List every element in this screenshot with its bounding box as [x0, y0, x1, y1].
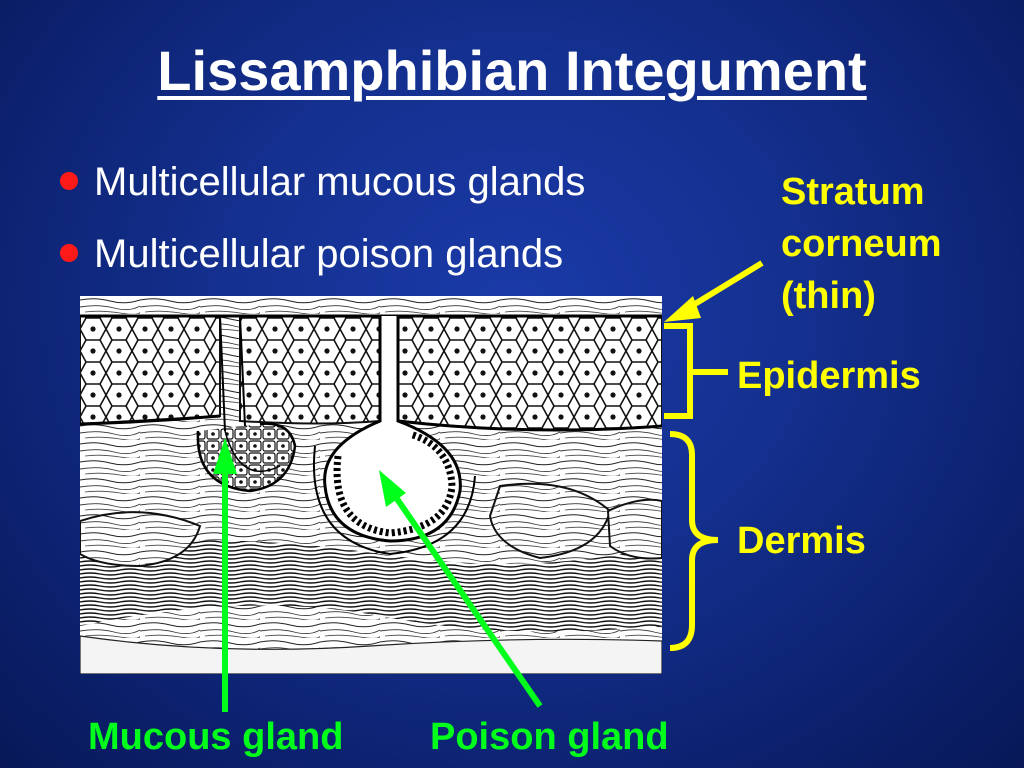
bullet-text-mucous: Multicellular mucous glands: [94, 160, 586, 204]
dermis-label: Dermis: [737, 520, 866, 562]
slide-title: Lissamphibian Integument: [157, 39, 867, 102]
stratum-corneum-line1: Stratum: [781, 171, 925, 213]
skin-section-drawing: [80, 296, 662, 674]
bullet-list: Multicellular mucous glands Multicellula…: [58, 146, 585, 290]
skin-section-illustration: [80, 296, 662, 674]
bullet-dot-icon: [60, 244, 78, 262]
bullet-dot-icon: [60, 172, 78, 190]
epidermis-label: Epidermis: [737, 355, 921, 397]
stratum-corneum-line3: (thin): [781, 275, 876, 317]
poison-gland-label: Poison gland: [430, 716, 669, 758]
stratum-corneum-label: Stratum corneum (thin): [781, 166, 941, 322]
bullet-text-poison: Multicellular poison glands: [94, 232, 564, 276]
mucous-gland-label: Mucous gland: [88, 716, 344, 758]
stratum-corneum-line2: corneum: [781, 223, 942, 265]
bullet-item-poison: Multicellular poison glands: [58, 218, 585, 290]
dermis-brace: [669, 431, 719, 651]
stratum-corneum-arrow: [664, 260, 764, 322]
bullet-item-mucous: Multicellular mucous glands: [58, 146, 585, 218]
epidermis-bracket: [664, 323, 728, 419]
